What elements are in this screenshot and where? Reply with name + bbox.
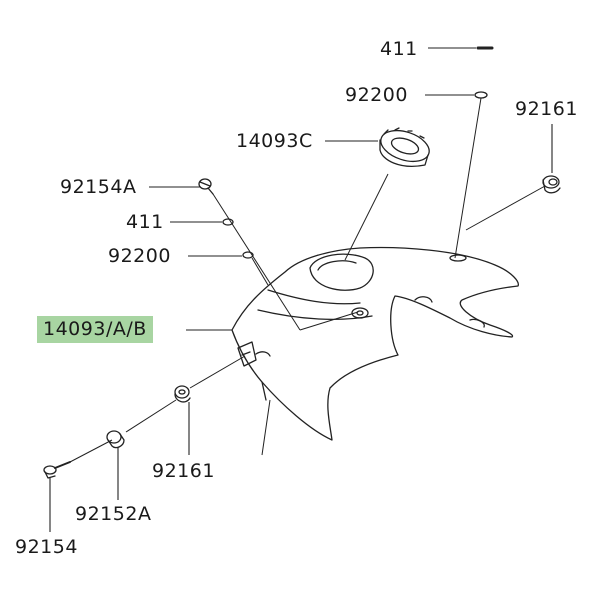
callout-92200-mid: 92200 — [108, 245, 171, 267]
callout-92154A: 92154A — [60, 176, 137, 198]
assembly-line-grommet-right — [465, 185, 546, 231]
washer-92200-top — [474, 91, 488, 99]
assembly-line-grommet-bottom — [189, 355, 246, 389]
assembly-line-vertical — [261, 399, 271, 456]
assembly-line-ring — [344, 173, 389, 261]
washer-92200-mid — [242, 251, 254, 259]
callout-14093-ab: 14093/A/B — [37, 316, 153, 343]
cap-ring-14093C — [379, 127, 430, 167]
callout-92152A: 92152A — [75, 503, 152, 525]
screw-92154A — [198, 178, 214, 195]
pin-411-mid — [222, 218, 234, 226]
cover-part-14093 — [231, 246, 519, 441]
assembly-line-collar — [125, 399, 177, 433]
callout-411-mid: 411 — [126, 211, 164, 233]
assembly-line-bolt — [69, 439, 113, 463]
callout-411-top: 411 — [380, 38, 418, 60]
callout-92161-bottom: 92161 — [152, 460, 215, 482]
assembly-line-washer — [251, 257, 269, 286]
assembly-line-screw-a — [212, 193, 301, 331]
grommet-92161-right — [542, 175, 561, 194]
callout-92161-right: 92161 — [515, 98, 578, 120]
bolt-92154 — [43, 461, 71, 479]
assembly-line-screw-b — [299, 311, 359, 331]
grommet-92161-bottom — [174, 385, 191, 403]
callout-14093C: 14093C — [236, 130, 313, 152]
collar-92152A — [106, 430, 125, 449]
callout-92154: 92154 — [15, 536, 78, 558]
assembly-line-pin-top — [454, 97, 482, 259]
callout-92200-top: 92200 — [345, 84, 408, 106]
